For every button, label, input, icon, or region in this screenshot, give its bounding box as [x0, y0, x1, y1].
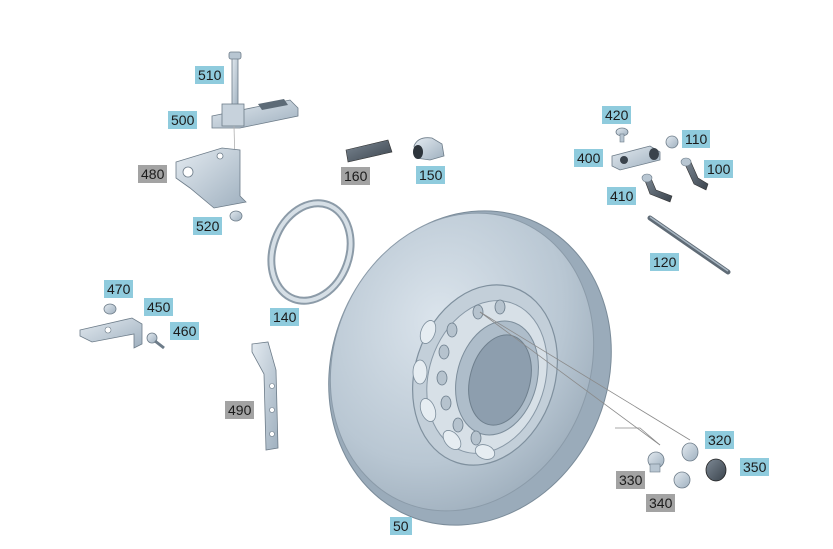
callout-340[interactable]: 340 — [646, 494, 676, 512]
sensor-150-part[interactable] — [413, 137, 445, 161]
strip-160-part[interactable] — [345, 139, 393, 163]
valve-stem-410-part[interactable] — [641, 173, 673, 203]
callout-350[interactable]: 350 — [740, 458, 770, 476]
callout-330[interactable]: 330 — [616, 471, 646, 489]
retaining-band-140-part[interactable] — [258, 192, 364, 312]
callout-110[interactable]: 110 — [682, 130, 711, 148]
callout-480[interactable]: 480 — [138, 165, 168, 183]
angled-valve-100-part[interactable] — [680, 157, 709, 191]
callout-120[interactable]: 120 — [650, 253, 680, 271]
wheel-nut-320-part[interactable] — [681, 442, 699, 462]
valve-housing-400-part[interactable] — [611, 145, 661, 171]
nut-470-part[interactable] — [103, 303, 117, 315]
angle-bracket-450-part[interactable] — [79, 317, 143, 349]
callout-50[interactable]: 50 — [390, 517, 412, 535]
extension-rod-120-part[interactable] — [647, 215, 731, 275]
callout-140[interactable]: 140 — [270, 308, 300, 326]
callout-420[interactable]: 420 — [602, 106, 632, 124]
bracket-clamp-500-part[interactable] — [211, 99, 299, 201]
washer-340-part[interactable] — [673, 471, 691, 489]
cap-110-part[interactable] — [665, 135, 679, 149]
callout-160[interactable]: 160 — [341, 167, 371, 185]
nut-520-part[interactable] — [229, 210, 243, 222]
callout-510[interactable]: 510 — [195, 66, 225, 84]
callout-150[interactable]: 150 — [416, 166, 446, 184]
bolt-460-part[interactable] — [146, 332, 165, 350]
callout-100[interactable]: 100 — [704, 160, 734, 178]
callout-400[interactable]: 400 — [574, 149, 604, 167]
callout-460[interactable]: 460 — [170, 322, 200, 340]
callout-470[interactable]: 470 — [104, 280, 134, 298]
wheel-part[interactable] — [282, 168, 691, 549]
support-bracket-490-part[interactable] — [251, 341, 279, 451]
callout-320[interactable]: 320 — [705, 431, 735, 449]
screw-420-part[interactable] — [615, 127, 629, 143]
callout-500[interactable]: 500 — [168, 111, 198, 129]
wheel-bolt-330-part[interactable] — [647, 451, 665, 473]
leader-line — [615, 427, 661, 446]
bolt-510-part[interactable] — [228, 51, 242, 109]
callout-520[interactable]: 520 — [193, 217, 223, 235]
nut-cover-350-part[interactable] — [705, 458, 727, 482]
mounting-plate-480-part[interactable] — [175, 147, 247, 209]
callout-490[interactable]: 490 — [225, 401, 255, 419]
callout-410[interactable]: 410 — [607, 187, 637, 205]
callout-450[interactable]: 450 — [144, 298, 174, 316]
